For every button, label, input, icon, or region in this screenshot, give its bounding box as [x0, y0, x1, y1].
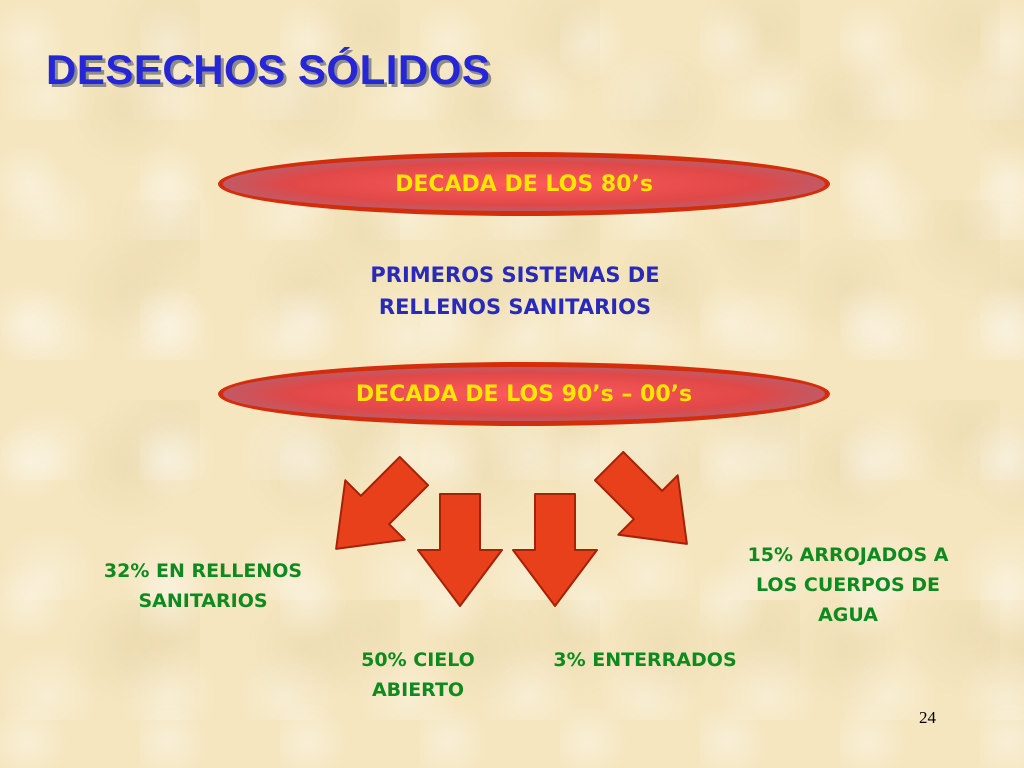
slide-title: DESECHOS SÓLIDOS	[46, 46, 491, 93]
outcome-enterrados: 3% ENTERRADOS	[520, 645, 770, 675]
outcome-enterrados-line-1: 3% ENTERRADOS	[553, 649, 737, 671]
decade-90s-label: DECADA DE LOS 90’s – 00’s	[355, 381, 693, 407]
arrow-down-icon	[417, 493, 503, 607]
outcome-agua-line-1: 15% ARROJADOS A	[747, 544, 949, 566]
arrow-down-left-icon	[335, 455, 430, 550]
outcome-agua: 15% ARROJADOS A LOS CUERPOS DE AGUA	[700, 540, 996, 630]
outcome-cielo-line-2: ABIERTO	[371, 679, 465, 701]
outcome-rellenos-line-1: 32% EN RELLENOS	[103, 560, 303, 582]
outcome-rellenos-line-2: SANITARIOS	[138, 590, 268, 612]
page-number: 24	[919, 708, 936, 727]
primeros-line-1: PRIMEROS SISTEMAS DE	[370, 263, 660, 287]
primeros-sistemas-text: PRIMEROS SISTEMAS DE RELLENOS SANITARIOS	[300, 259, 730, 323]
outcome-cielo-line-1: 50% CIELO	[361, 649, 475, 671]
decade-90s-oval: DECADA DE LOS 90’s – 00’s	[218, 362, 830, 426]
outcome-rellenos: 32% EN RELLENOS SANITARIOS	[60, 556, 346, 616]
primeros-line-2: RELLENOS SANITARIOS	[378, 295, 652, 319]
decade-80s-label: DECADA DE LOS 80’s	[395, 171, 653, 197]
arrow-down-icon	[512, 493, 598, 607]
outcome-cielo: 50% CIELO ABIERTO	[330, 645, 506, 705]
arrow-down-right-icon	[593, 450, 688, 545]
decade-80s-oval: DECADA DE LOS 80’s	[218, 152, 830, 216]
outcome-agua-line-3: AGUA	[818, 604, 878, 626]
outcome-agua-line-2: LOS CUERPOS DE	[756, 574, 940, 596]
